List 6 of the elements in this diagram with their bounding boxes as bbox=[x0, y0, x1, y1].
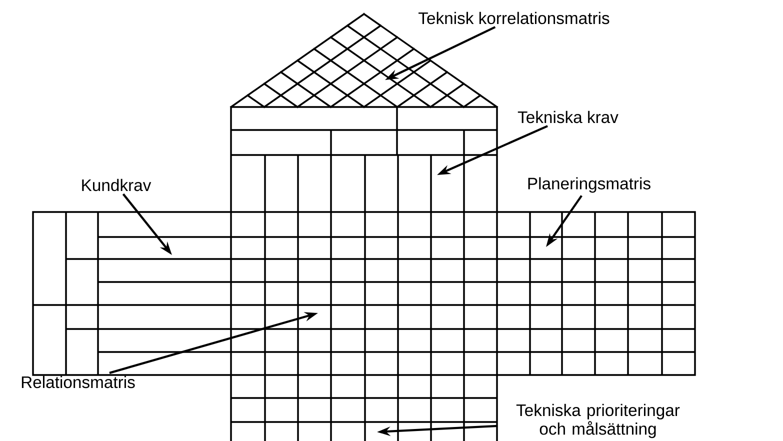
callout-label: Tekniska prioriteringar och målsättning bbox=[516, 404, 680, 438]
callout-label: Teknisk korrelationsmatris bbox=[418, 12, 610, 24]
callout-label: Tekniska krav bbox=[518, 110, 618, 124]
callout-label: Relationsmatris bbox=[22, 376, 135, 388]
callout-label: Planeringsmatris bbox=[528, 177, 650, 193]
callout-label: Kundkrav bbox=[82, 178, 152, 192]
